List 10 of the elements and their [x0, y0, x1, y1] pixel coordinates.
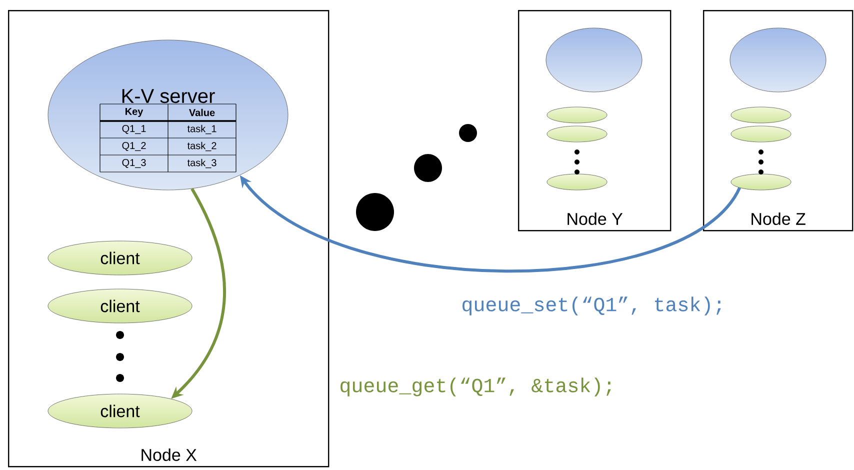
table-cell: Q1_2: [122, 142, 146, 151]
table-cell: task_2: [187, 142, 216, 152]
table-cell: task_1: [187, 124, 216, 134]
table-cell: Q1_1: [122, 125, 146, 134]
code-text: queue_get(“Q1”, &task);: [340, 378, 611, 396]
table-cell: Key: [126, 108, 144, 117]
code-text: queue_set(“Q1”, task);: [462, 296, 721, 316]
table-cell: Value: [189, 108, 215, 116]
table-cell: task_3: [187, 158, 216, 168]
table-cell: Q1_3: [122, 159, 146, 168]
